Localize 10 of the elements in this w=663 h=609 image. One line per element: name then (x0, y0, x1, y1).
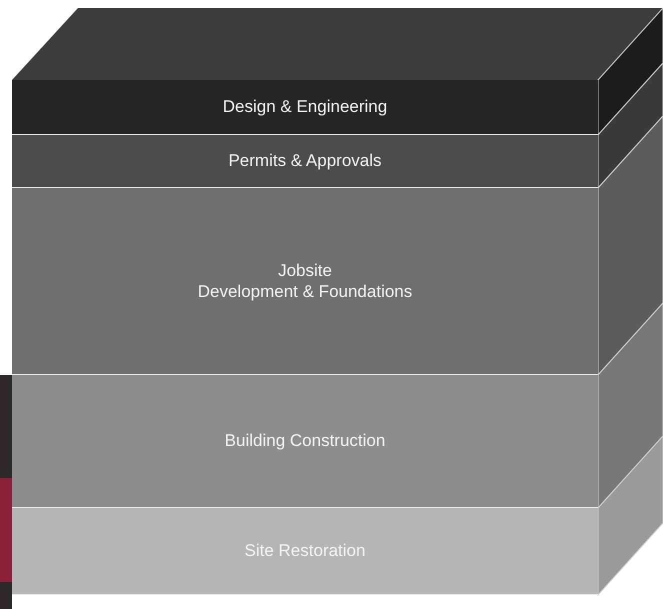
layer-label: Site Restoration (244, 540, 366, 562)
layer-label: Building Construction (224, 430, 386, 452)
layer-band (12, 508, 598, 595)
layer-band (12, 80, 598, 135)
layer-band (12, 188, 598, 375)
layer-label: Permits & Approvals (228, 150, 382, 172)
layer-band (12, 375, 598, 508)
layer-label: Jobsite Development & Foundations (198, 260, 412, 302)
layer-label: Design & Engineering (222, 96, 388, 118)
layer-band (12, 135, 598, 188)
